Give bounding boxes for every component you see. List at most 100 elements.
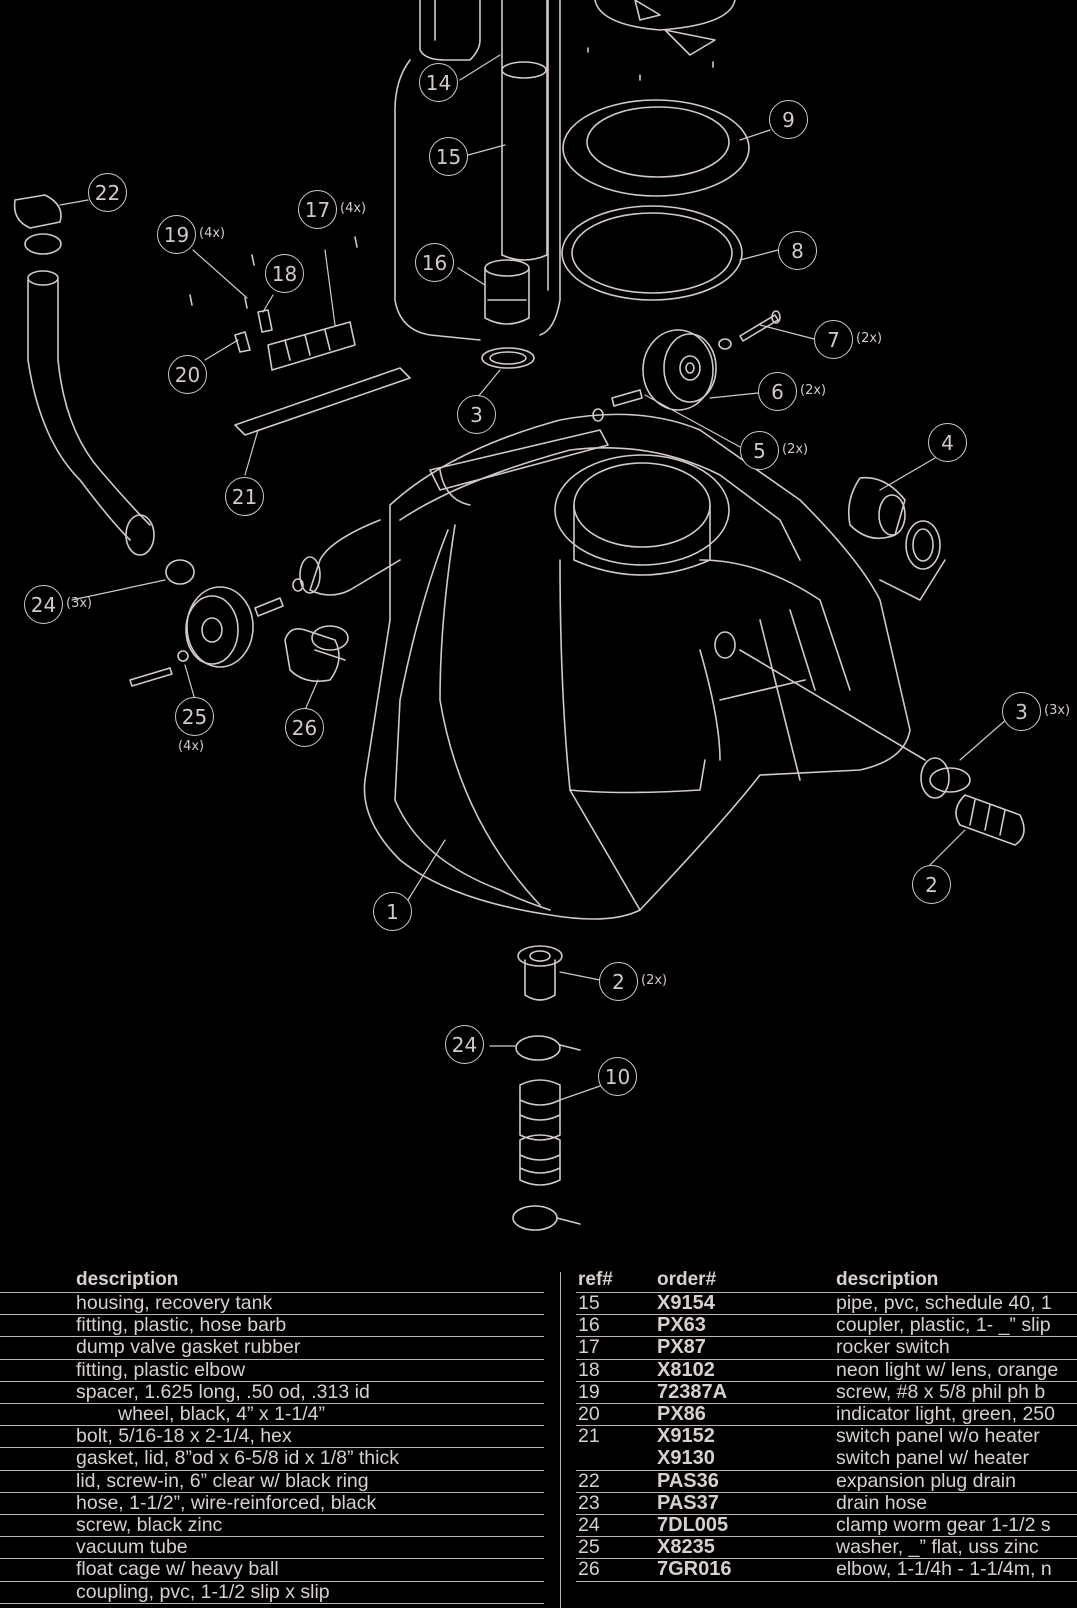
table-row: lid, screw-in, 6” clear w/ black ring xyxy=(0,1470,544,1492)
part-order-number: X9152 xyxy=(657,1425,715,1448)
row-rule xyxy=(0,1514,544,1515)
row-rule xyxy=(576,1425,1077,1427)
callout-number: 2 xyxy=(612,969,625,994)
callout-9: 9 xyxy=(769,100,809,140)
recovery-tank-housing xyxy=(299,413,926,920)
callout-circle: 2 xyxy=(599,962,638,1001)
part-order-number: X9130 xyxy=(657,1447,715,1470)
part-description: vacuum tube xyxy=(76,1536,188,1559)
table-row: wheel, black, 4” x 1-1/4” xyxy=(0,1403,544,1425)
row-rule xyxy=(0,1403,544,1404)
part-ref: 18 xyxy=(578,1358,600,1381)
table-row: 18 X8102 neon light w/ lens, orange xyxy=(0,1359,1077,1381)
callout-number: 5 xyxy=(753,438,766,463)
part-ref: 15 xyxy=(578,1292,600,1314)
callout-number: 16 xyxy=(421,250,448,275)
callout-2: 2 (2x) xyxy=(599,962,667,1002)
row-rule xyxy=(0,1469,544,1471)
part-order-number: PX87 xyxy=(657,1336,706,1359)
part-order-number: X8102 xyxy=(657,1358,715,1381)
row-rule xyxy=(576,1358,1077,1360)
bolt xyxy=(718,310,781,350)
row-rule xyxy=(576,1514,1077,1515)
wheel-right xyxy=(642,329,717,411)
part-ref: 24 xyxy=(578,1514,600,1536)
part-ref: 23 xyxy=(578,1491,600,1514)
callout-number: 1 xyxy=(386,899,399,924)
callout-number: 3 xyxy=(470,402,483,427)
row-rule xyxy=(0,1491,544,1493)
callout-15: 15 xyxy=(429,137,469,177)
part-description: coupling, pvc, 1-1/2 slip x slip xyxy=(76,1580,330,1603)
callout-quantity: (4x) xyxy=(340,201,367,216)
callout-16: 16 xyxy=(415,243,455,283)
callout-quantity: (2x) xyxy=(641,973,668,988)
table-row: housing, recovery tank xyxy=(0,1292,544,1314)
right-header-order: order# xyxy=(657,1269,717,1290)
part-description: rocker switch xyxy=(836,1336,950,1359)
callout-circle: 17 xyxy=(298,190,337,229)
row-rule xyxy=(576,1403,1077,1404)
callout-number: 18 xyxy=(271,261,298,286)
hose-barb-fitting xyxy=(920,757,1025,846)
callout-24: 24 xyxy=(445,1025,485,1065)
callout-circle: 9 xyxy=(769,100,808,139)
part-order-number: PX63 xyxy=(657,1314,706,1337)
part-ref: 22 xyxy=(578,1469,600,1492)
part-description: fitting, plastic elbow xyxy=(76,1358,246,1381)
row-rule xyxy=(576,1336,1077,1338)
callout-circle: 24 xyxy=(445,1025,484,1064)
row-rule xyxy=(576,1314,1077,1316)
part-description: lid, screw-in, 6” clear w/ black ring xyxy=(76,1469,369,1492)
callout-circle: 22 xyxy=(88,173,127,212)
callout-number: 19 xyxy=(163,222,190,247)
row-rule xyxy=(0,1558,544,1560)
pvc-pipe xyxy=(501,0,548,261)
row-rule xyxy=(576,1292,1077,1293)
drain-hose xyxy=(13,194,155,556)
callout-circle: 1 xyxy=(373,892,412,931)
part-description: clamp worm gear 1-1/2 s xyxy=(836,1514,1051,1536)
callout-17: 17(4x) xyxy=(298,190,366,230)
callout-circle: 2 xyxy=(912,865,951,904)
part-ref: 21 xyxy=(578,1425,600,1448)
callout-circle: 19 xyxy=(157,215,196,254)
row-rule xyxy=(576,1580,1077,1582)
part-description: neon light w/ lens, orange xyxy=(836,1358,1059,1381)
part-description: spacer, 1.625 long, .50 od, .313 id xyxy=(76,1380,370,1403)
callout-10: 10 xyxy=(598,1057,638,1097)
callout-number: 21 xyxy=(231,484,258,509)
right-header-ref: ref# xyxy=(578,1269,613,1290)
part-description: pipe, pvc, schedule 40, 1 xyxy=(836,1292,1052,1314)
callout-number: 26 xyxy=(291,715,318,740)
part-description: screw, black zinc xyxy=(76,1514,223,1536)
table-row: gasket, lid, 8”od x 6-5/8 id x 1/8” thic… xyxy=(0,1447,544,1469)
row-rule xyxy=(0,1380,544,1382)
part-order-number: PAS36 xyxy=(657,1469,719,1492)
row-rule xyxy=(576,1380,1077,1382)
callout-25: 25(4x) xyxy=(175,697,215,754)
callout-circle: 10 xyxy=(598,1057,637,1096)
lid-assembly xyxy=(561,0,750,301)
callout-number: 10 xyxy=(604,1064,631,1089)
part-order-number: 7GR016 xyxy=(657,1558,732,1581)
callout-circle: 14 xyxy=(419,63,458,102)
callout-quantity: (2x) xyxy=(782,442,809,457)
part-description: washer, _” flat, uss zinc xyxy=(836,1536,1039,1559)
part-description: drain hose xyxy=(836,1491,928,1514)
callout-8: 8 xyxy=(778,231,818,271)
row-rule xyxy=(0,1358,544,1360)
callout-number: 14 xyxy=(425,70,452,95)
callout-6: 6(2x) xyxy=(758,372,826,412)
callout-circle: 21 xyxy=(225,477,264,516)
part-description: float cage w/ heavy ball xyxy=(76,1558,279,1581)
callout-circle: 18 xyxy=(265,254,304,293)
callout-5: 5 (2x) xyxy=(740,431,808,471)
row-rule xyxy=(0,1580,544,1582)
